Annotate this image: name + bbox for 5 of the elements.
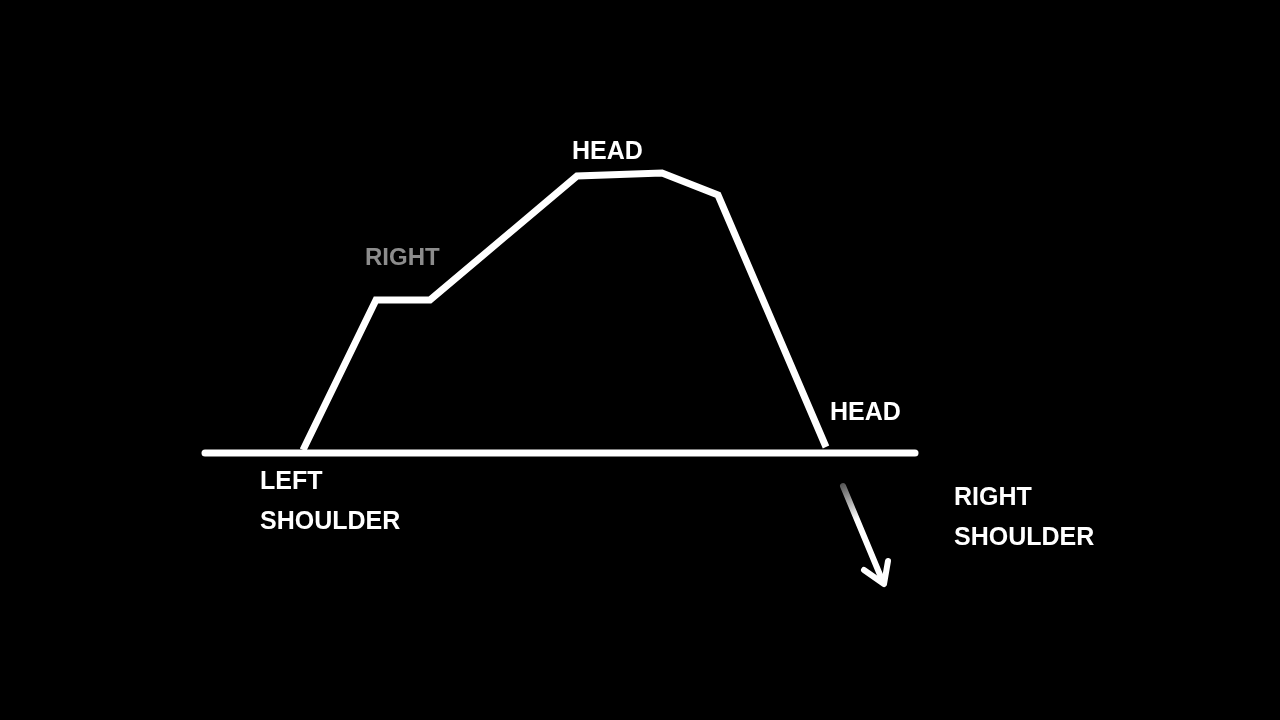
- shoulder-label: LEFT SHOULDER: [260, 465, 402, 536]
- peak-label: HEAD: [830, 396, 902, 427]
- shoulder-label: RIGHT SHOULDER: [954, 481, 1096, 552]
- faded-label: RIGHT: [365, 242, 441, 272]
- peak-label: HEAD: [572, 135, 644, 166]
